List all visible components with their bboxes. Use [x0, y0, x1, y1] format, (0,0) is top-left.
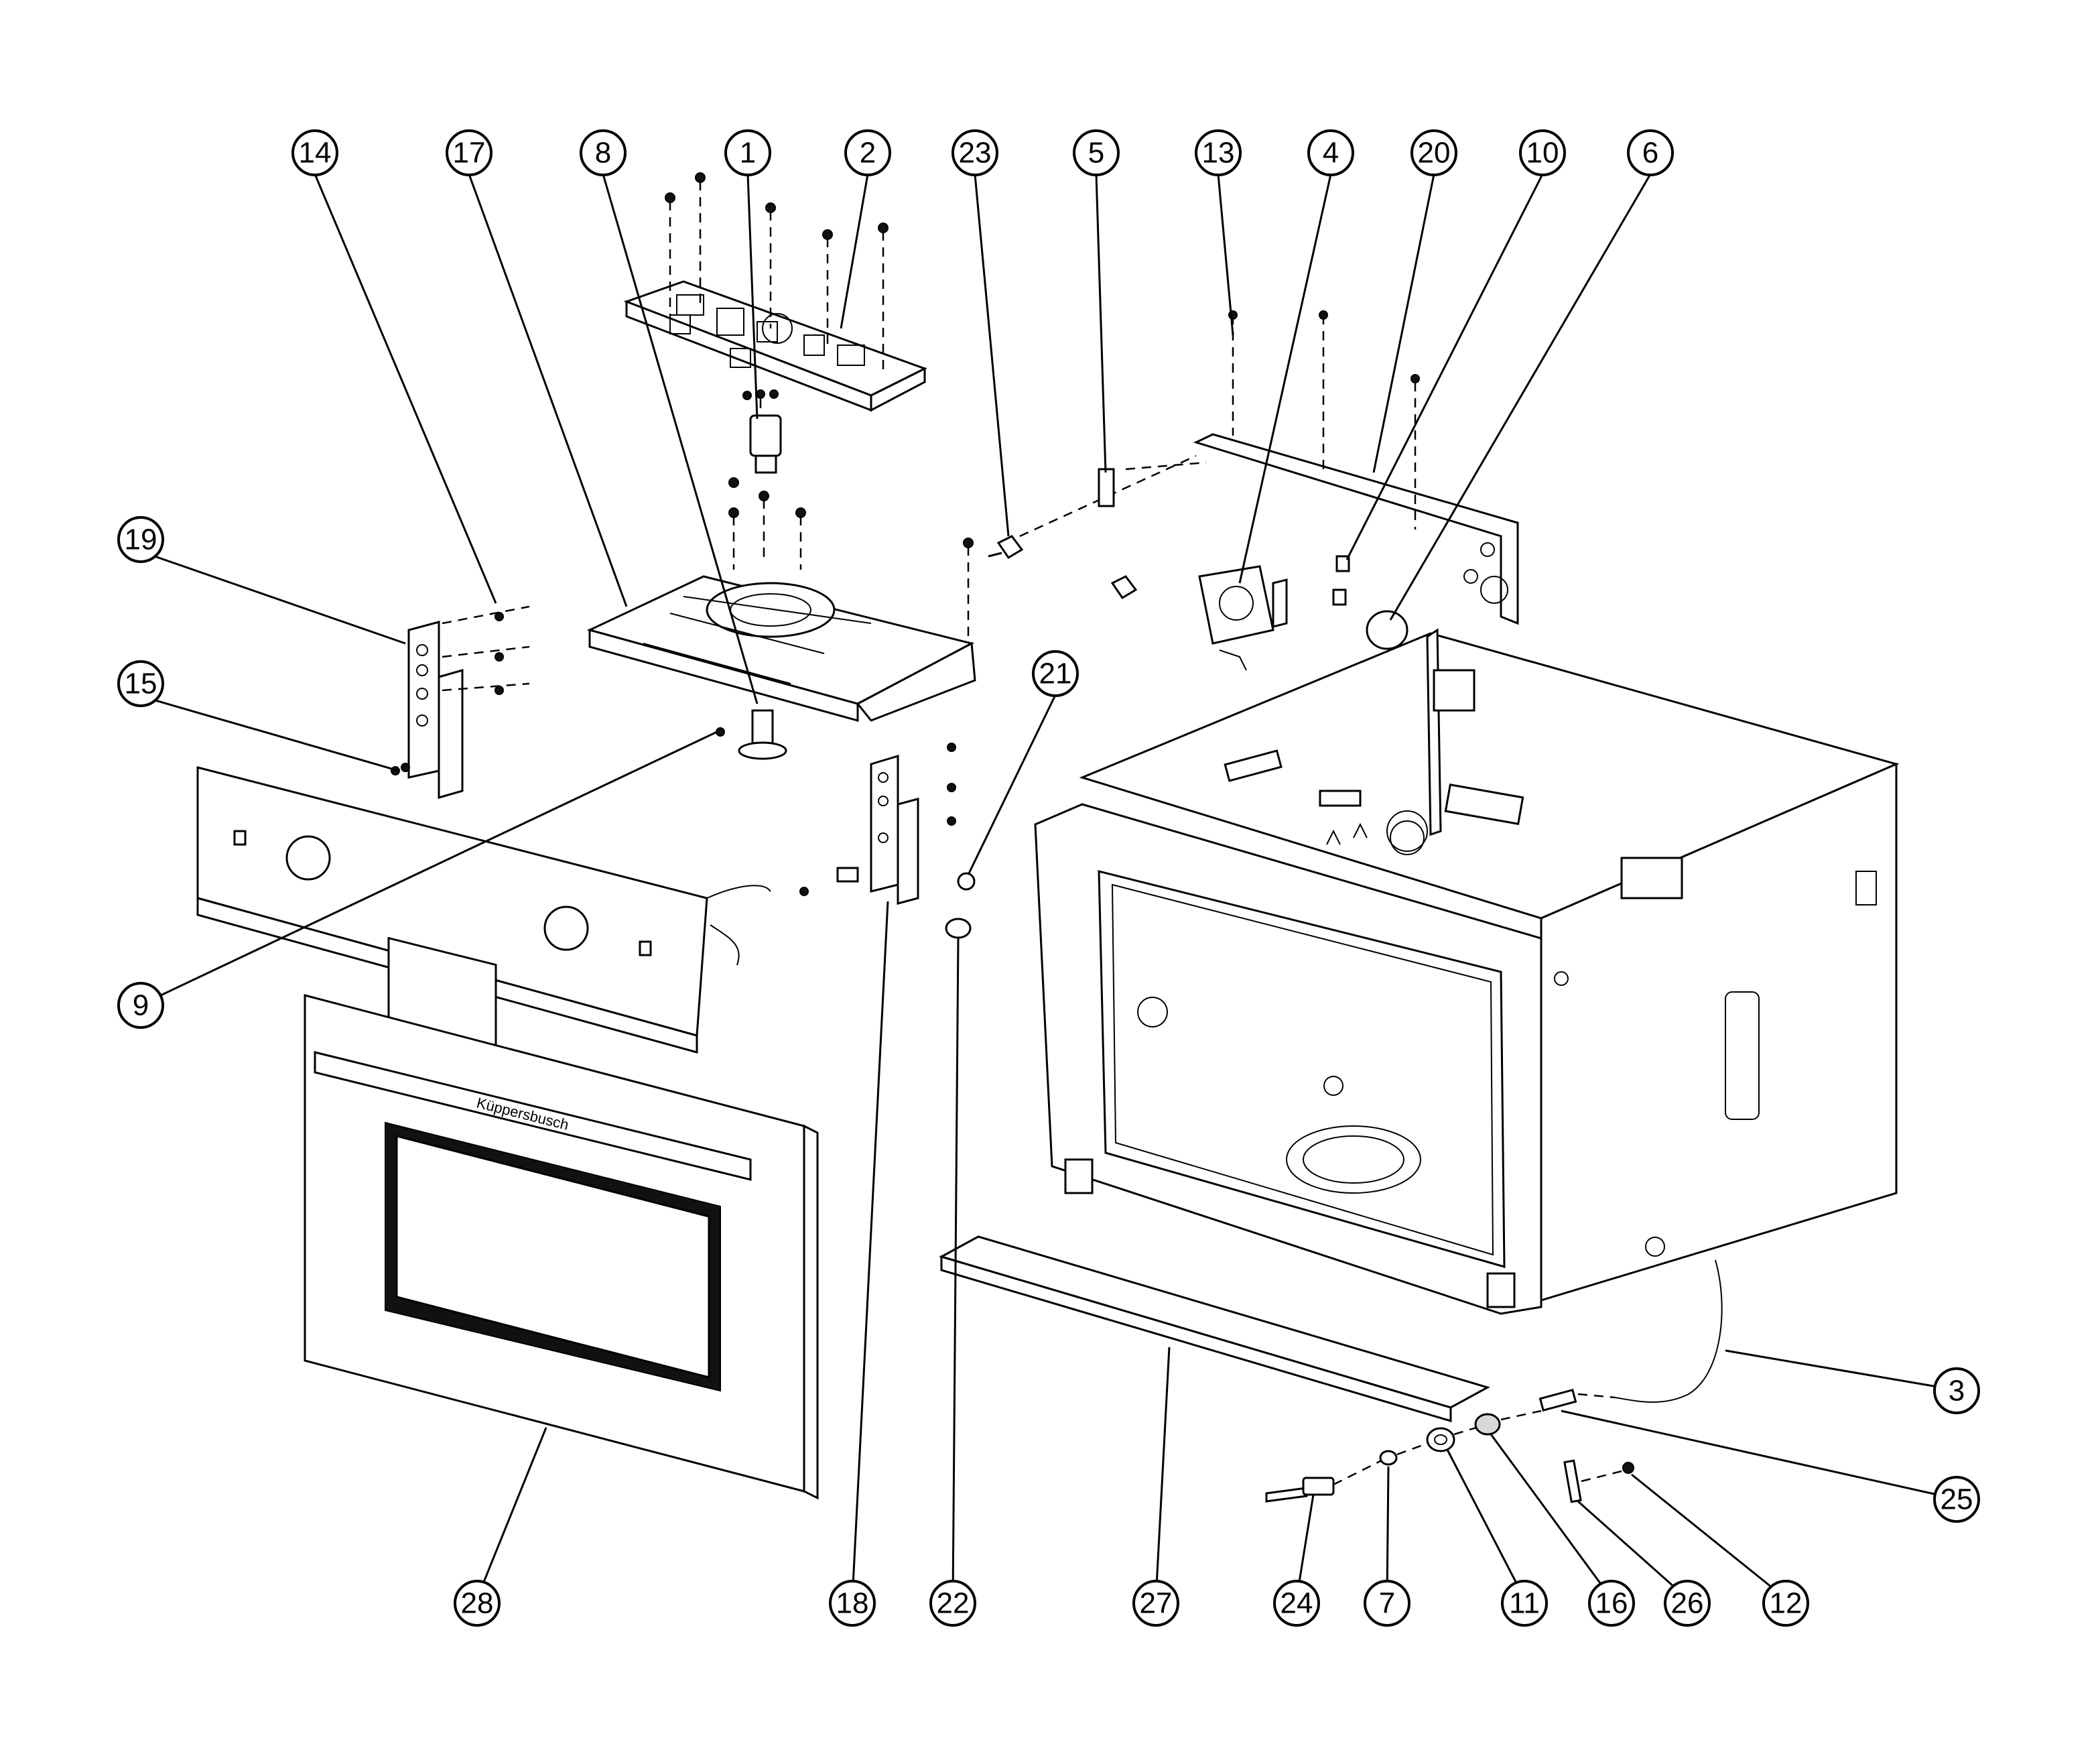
callout-7: 7: [1364, 1580, 1410, 1627]
component-4-part: [1198, 565, 1288, 671]
callout-14: 14: [291, 129, 338, 176]
fan-motor-part: [738, 709, 787, 760]
svg-text:6: 6: [1642, 137, 1658, 170]
control-panel-part: [196, 766, 771, 1060]
svg-text:4: 4: [1323, 137, 1339, 170]
svg-text:16: 16: [1595, 1587, 1628, 1620]
callout-23: 23: [951, 129, 998, 176]
oven-door-part: Küppersbusch: [304, 994, 819, 1500]
bushing-22-part: [945, 918, 972, 939]
svg-text:19: 19: [125, 523, 157, 556]
callout-22: 22: [929, 1580, 976, 1627]
component-10-part: [1332, 555, 1350, 606]
svg-text:26: 26: [1671, 1587, 1704, 1620]
callout-5: 5: [1073, 129, 1120, 176]
callout-19: 19: [117, 516, 164, 563]
oven-cavity-part: [1034, 628, 1900, 1403]
svg-text:3: 3: [1949, 1375, 1965, 1408]
callout-15: 15: [117, 660, 164, 707]
svg-text:21: 21: [1039, 658, 1072, 690]
callout-18: 18: [829, 1580, 876, 1627]
svg-text:23: 23: [959, 137, 992, 170]
callout-2: 2: [844, 129, 891, 176]
bracket-left-part: [391, 605, 530, 799]
hardware-parts: [1265, 1388, 1634, 1503]
callout-24: 24: [1273, 1580, 1320, 1627]
leader-lines: [150, 174, 1944, 1600]
svg-text:22: 22: [937, 1587, 970, 1620]
svg-text:8: 8: [595, 137, 611, 170]
callout-16: 16: [1588, 1580, 1635, 1627]
callout-13: 13: [1195, 129, 1242, 176]
relay-part: [742, 389, 782, 474]
svg-text:15: 15: [125, 668, 157, 700]
svg-text:13: 13: [1202, 137, 1235, 170]
bracket-right-part: [799, 743, 956, 905]
svg-text:20: 20: [1418, 137, 1451, 170]
callout-11: 11: [1501, 1580, 1548, 1627]
ring-6-part: [1366, 610, 1408, 650]
callout-27: 27: [1132, 1580, 1179, 1627]
screw-21-part: [957, 872, 976, 891]
svg-text:27: 27: [1140, 1587, 1173, 1620]
svg-text:2: 2: [860, 137, 876, 170]
callout-20: 20: [1410, 129, 1457, 176]
callout-9: 9: [117, 982, 164, 1029]
svg-text:12: 12: [1770, 1587, 1802, 1620]
callout-25: 25: [1933, 1476, 1980, 1523]
svg-text:17: 17: [453, 137, 486, 170]
callout-10: 10: [1519, 129, 1566, 176]
callout-1: 1: [724, 129, 771, 176]
screws-pcb: [665, 172, 889, 372]
svg-text:18: 18: [836, 1587, 869, 1620]
callout-28: 28: [454, 1580, 501, 1627]
switch-5-part: [1098, 468, 1115, 507]
screw-9-part: [716, 727, 725, 737]
svg-text:1: 1: [740, 137, 756, 170]
callout-26: 26: [1664, 1580, 1711, 1627]
fan-cover-part: [586, 575, 976, 722]
svg-text:28: 28: [461, 1587, 494, 1620]
svg-text:5: 5: [1088, 137, 1104, 170]
svg-text:14: 14: [299, 137, 332, 170]
svg-text:7: 7: [1379, 1587, 1395, 1620]
svg-text:25: 25: [1941, 1483, 1973, 1516]
trim-strip-27-part: [939, 1235, 1490, 1423]
callout-8: 8: [580, 129, 627, 176]
callout-4: 4: [1307, 129, 1354, 176]
svg-text:9: 9: [133, 989, 149, 1022]
svg-text:24: 24: [1281, 1587, 1313, 1620]
svg-text:11: 11: [1509, 1587, 1540, 1620]
callout-17: 17: [446, 129, 493, 176]
callout-21: 21: [1032, 650, 1079, 697]
callout-12: 12: [1762, 1580, 1809, 1627]
control-board-part: [623, 280, 927, 412]
connector-23-part: [988, 535, 1024, 560]
svg-text:10: 10: [1526, 137, 1559, 170]
callout-6: 6: [1627, 129, 1674, 176]
connector-part: [1110, 575, 1138, 600]
callout-3: 3: [1933, 1367, 1980, 1414]
